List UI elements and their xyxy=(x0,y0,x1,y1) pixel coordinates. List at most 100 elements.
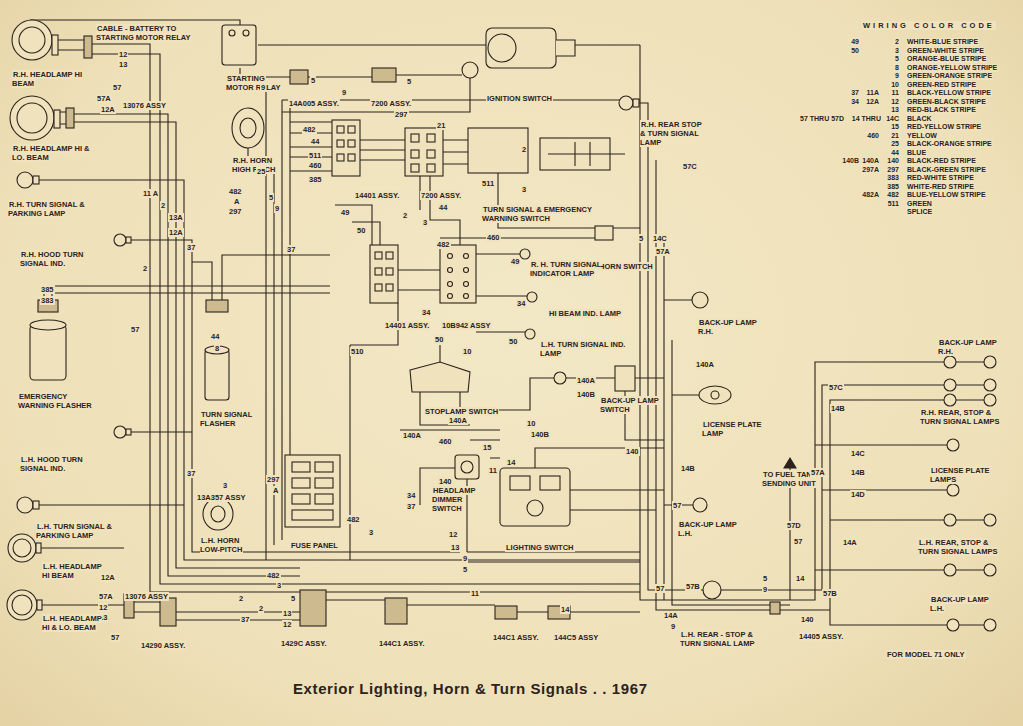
label-slot: 57A xyxy=(810,461,826,479)
component-symbol xyxy=(37,600,42,610)
label-slot: 14C xyxy=(652,227,668,245)
label-slot: 12 xyxy=(98,596,108,614)
label-slot: 11 xyxy=(488,459,498,477)
component-symbol xyxy=(370,245,398,303)
label-slot: 57 xyxy=(110,626,120,644)
label-slot: L.H. HEADLAMP HI & LO. BEAM xyxy=(42,614,106,632)
wire-number: 50 xyxy=(356,226,366,235)
color-code-cell: BLUE xyxy=(906,149,927,157)
wire-number: 2 xyxy=(258,604,264,613)
label-slot: 57 THRU 57D xyxy=(799,107,845,125)
component-symbol xyxy=(54,110,60,128)
label-slot: 44 xyxy=(890,141,900,159)
color-code-cell: BLACK-RED STRIPE xyxy=(906,157,977,165)
component-symbol xyxy=(703,581,721,599)
label-slot: 57 xyxy=(130,318,140,336)
label-slot: 11A xyxy=(866,81,880,99)
component-label: 7200 ASSY. xyxy=(370,99,412,108)
label-slot: 14 THRU xyxy=(851,107,882,125)
color-code-cell: 11 xyxy=(891,89,900,97)
component-symbol xyxy=(375,268,382,275)
label-slot: IGNITION SWITCH xyxy=(486,87,553,105)
component-symbol xyxy=(205,350,229,400)
label-slot: 34 xyxy=(406,484,416,502)
wire-number: 8 xyxy=(214,344,220,353)
label-slot: 14 xyxy=(560,598,570,616)
color-code-cell: BLACK-ORANGE STRIPE xyxy=(906,140,993,148)
component-symbol xyxy=(427,134,435,142)
label-slot: 383 xyxy=(40,289,55,307)
color-code-cell: 3 xyxy=(894,47,900,55)
wire-number: 5 xyxy=(406,77,412,86)
label-slot: 50 xyxy=(850,39,860,57)
label-slot: 12 xyxy=(890,90,900,108)
wire-number: 140 xyxy=(625,447,640,456)
wire-number: 44 xyxy=(310,137,320,146)
label-slot: 510 xyxy=(350,340,365,358)
wire-number: 460 xyxy=(438,437,453,446)
label-slot: 57 xyxy=(655,577,665,595)
component-symbol xyxy=(984,514,996,526)
color-code-cell: 511 xyxy=(887,200,900,208)
label-slot: 297 xyxy=(886,158,900,176)
wire-number: 37 xyxy=(240,615,250,624)
component-symbol xyxy=(455,455,479,479)
wire-number: 57A xyxy=(98,592,114,601)
label-slot: 12A xyxy=(100,566,116,584)
wire-number: 12A xyxy=(100,105,116,114)
label-slot: HEADLAMP DIMMER SWITCH xyxy=(432,486,480,513)
label-slot: HORN SWITCH xyxy=(598,255,654,273)
wire-number: 13 xyxy=(282,609,292,618)
color-code-cell: WHITE-BLUE STRIPE xyxy=(906,38,979,46)
label-slot: 15 xyxy=(482,436,492,454)
label-slot: 140 xyxy=(800,608,815,626)
component-symbol xyxy=(984,356,996,368)
component-symbol xyxy=(540,476,560,490)
component-symbol xyxy=(30,320,66,330)
component-label: BACK-UP LAMP R.H. xyxy=(938,338,997,356)
wire-number: 140A xyxy=(695,360,715,369)
component-symbol xyxy=(784,458,796,468)
component-label: LIGHTING SWITCH xyxy=(505,543,575,552)
wire-number: 10 xyxy=(462,347,472,356)
label-slot: L.H. TURN SIGNAL IND. LAMP xyxy=(540,340,635,358)
label-slot: 297A xyxy=(861,158,880,176)
label-slot: 57 xyxy=(672,494,682,512)
wire-number: 9 xyxy=(462,554,468,563)
color-code-cell: 12A xyxy=(865,98,880,106)
color-code-cell: 140B xyxy=(841,157,860,165)
label-slot: 13 xyxy=(118,53,128,71)
component-symbol xyxy=(114,234,126,246)
component-label: L.H. HORN LOW-PITCH xyxy=(200,536,243,554)
label-slot: 10 xyxy=(890,73,900,91)
component-symbol xyxy=(126,237,131,243)
label-slot: 57D xyxy=(786,514,802,532)
label-slot: EMERGENCY WARNING FLASHER xyxy=(18,392,103,410)
label-slot: 5 xyxy=(406,70,412,88)
label-slot: 9 xyxy=(341,81,347,99)
component-symbol xyxy=(160,598,176,626)
component-label: 144C1 ASSY. xyxy=(378,639,426,648)
label-slot: ORANGE-BLUE STRIPE xyxy=(906,47,987,65)
component-symbol xyxy=(427,164,435,172)
component-symbol xyxy=(693,498,707,512)
component-label: STOPLAMP SWITCH xyxy=(424,407,499,416)
label-slot: 57C xyxy=(682,155,698,173)
component-label: EMERGENCY WARNING FLASHER xyxy=(18,392,93,410)
component-symbol xyxy=(232,108,264,148)
color-code-cell: 482 xyxy=(886,191,900,199)
label-slot: 140A xyxy=(576,369,596,387)
label-slot: 37 xyxy=(850,81,860,99)
label-slot: R.H. HEADLAMP HI & LO. BEAM xyxy=(12,144,92,162)
label-slot: 12A xyxy=(100,98,116,116)
color-code-cell: 482A xyxy=(861,191,880,199)
label-slot: 14 xyxy=(506,451,516,469)
label-slot: LIGHTING SWITCH xyxy=(505,536,575,554)
wire-number: 50 xyxy=(434,335,444,344)
label-slot: 2 xyxy=(402,204,408,222)
label-slot: 3 xyxy=(894,39,900,57)
label-slot: 34 xyxy=(421,301,431,319)
component-symbol xyxy=(386,284,393,291)
label-slot: 9 xyxy=(894,64,900,82)
component-symbol xyxy=(290,70,308,84)
